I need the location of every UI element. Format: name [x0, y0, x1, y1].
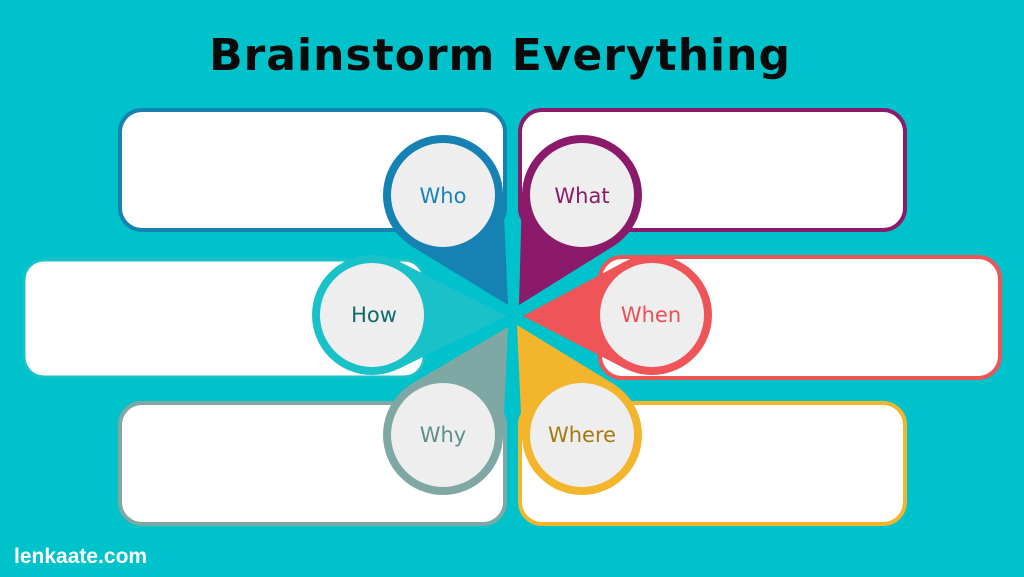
petal-circle[interactable] [391, 383, 495, 487]
petal-circle[interactable] [391, 143, 495, 247]
petal-circle[interactable] [320, 263, 424, 367]
petal-when [523, 255, 712, 375]
label-when: When [621, 303, 681, 327]
page-title: Brainstorm Everything [209, 30, 791, 81]
petal-circle[interactable] [530, 143, 634, 247]
petal-what [519, 135, 642, 305]
petal-who [383, 135, 508, 305]
petal-where [517, 325, 642, 495]
petal-circle[interactable] [530, 383, 634, 487]
site-url: lenkaate.com [14, 545, 148, 568]
label-who: Who [420, 184, 467, 208]
petal-circle[interactable] [600, 263, 704, 367]
label-why: Why [420, 423, 467, 447]
label-how: How [351, 303, 397, 327]
petal-why [383, 327, 508, 495]
label-where: Where [548, 423, 616, 447]
label-what: What [554, 184, 609, 208]
petal-how [312, 255, 507, 375]
